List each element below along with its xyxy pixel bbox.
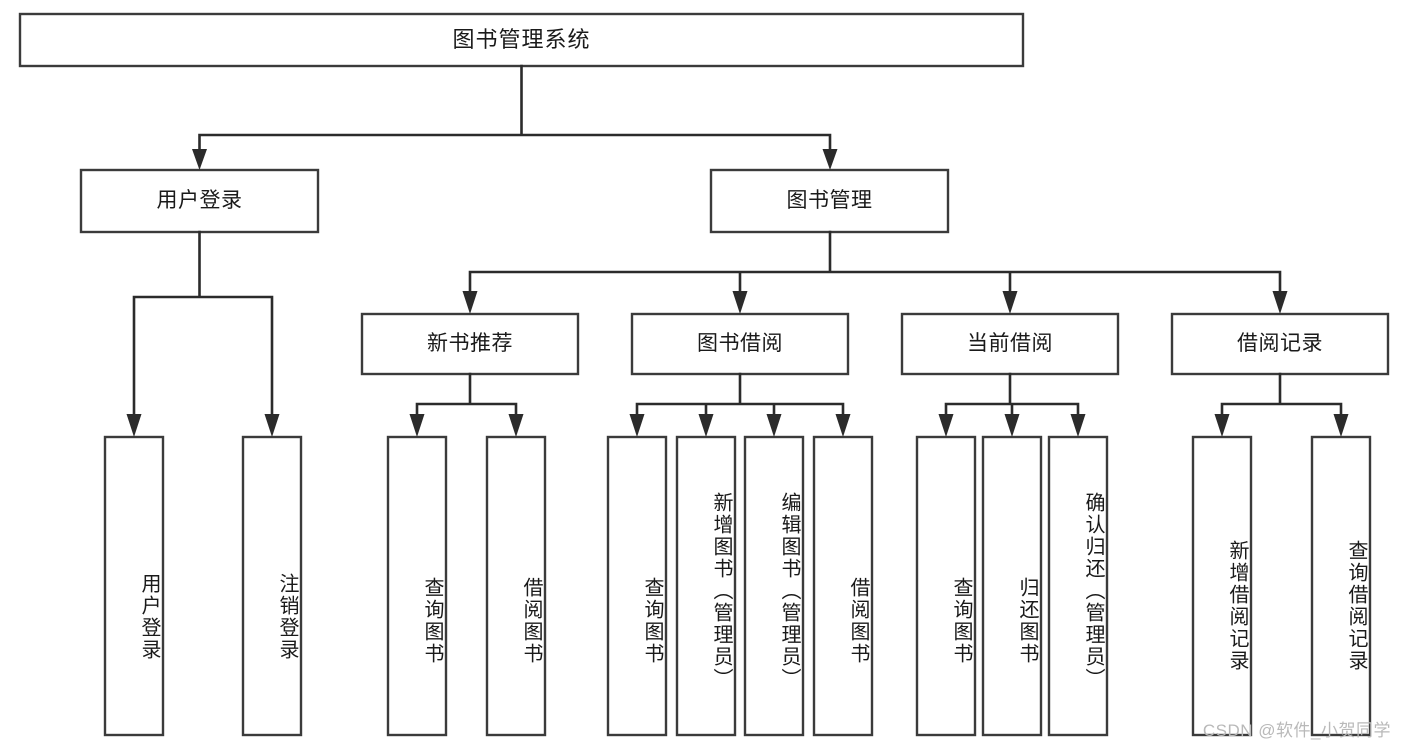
node-box-root[interactable]: [18, 12, 1025, 68]
arrow-head-book-borrow: [732, 291, 748, 314]
node-box-borrow-record[interactable]: [1170, 312, 1390, 376]
arrow-head-bb-query-book: [629, 414, 645, 437]
connector-current-borrow-to-leaves: [938, 372, 1086, 437]
node-box-book-borrow[interactable]: [630, 312, 850, 376]
node-box-nbr-query-book[interactable]: [386, 435, 448, 737]
connector-new-book-recommend-to-leaves: [409, 372, 524, 437]
arrow-head-user-logout-leaf: [264, 414, 280, 437]
node-box-cb-query-book[interactable]: [915, 435, 977, 737]
node-box-cb-return-book[interactable]: [981, 435, 1043, 737]
arrow-head-current-borrow: [1002, 291, 1018, 314]
node-box-current-borrow[interactable]: [900, 312, 1120, 376]
node-box-user-logout-leaf[interactable]: [241, 435, 303, 737]
arrow-head-book-management: [822, 149, 838, 170]
connector-root-to-level2: [192, 64, 838, 170]
arrow-head-nbr-borrow-book: [508, 414, 524, 437]
node-box-bb-query-book[interactable]: [606, 435, 668, 737]
node-box-br-query-record[interactable]: [1310, 435, 1372, 737]
watermark-text: CSDN @软件_小贺同学: [1202, 721, 1391, 740]
connector-book-management-to-level3: [462, 230, 1288, 314]
node-box-bb-borrow-book[interactable]: [812, 435, 874, 737]
arrow-head-bb-edit-book: [766, 414, 782, 437]
arrow-head-bb-add-book: [698, 414, 714, 437]
arrow-head-br-query-record: [1333, 414, 1349, 437]
arrow-head-new-book-recommend: [462, 291, 478, 314]
node-box-bb-add-book[interactable]: [675, 435, 737, 737]
node-box-user-login[interactable]: [79, 168, 320, 234]
node-box-cb-confirm-return[interactable]: [1047, 435, 1109, 737]
arrow-head-bb-borrow-book: [835, 414, 851, 437]
node-box-user-login-leaf[interactable]: [103, 435, 165, 737]
connector-book-borrow-to-leaves: [629, 372, 851, 437]
node-box-book-management[interactable]: [709, 168, 950, 234]
node-box-br-add-record[interactable]: [1191, 435, 1253, 737]
arrow-head-br-add-record: [1214, 414, 1230, 437]
node-box-nbr-borrow-book[interactable]: [485, 435, 547, 737]
node-box-bb-edit-book[interactable]: [743, 435, 805, 737]
connector-borrow-record-to-leaves: [1214, 372, 1349, 437]
arrow-head-nbr-query-book: [409, 414, 425, 437]
arrow-head-user-login-leaf: [126, 414, 142, 437]
arrow-head-cb-query-book: [938, 414, 954, 437]
arrow-head-cb-return-book: [1004, 414, 1020, 437]
arrow-head-cb-confirm-return: [1070, 414, 1086, 437]
node-box-new-book-recommend[interactable]: [360, 312, 580, 376]
arrow-head-borrow-record: [1272, 291, 1288, 314]
connector-user-login-to-leaves: [126, 230, 280, 437]
arrow-head-user-login: [192, 149, 207, 170]
